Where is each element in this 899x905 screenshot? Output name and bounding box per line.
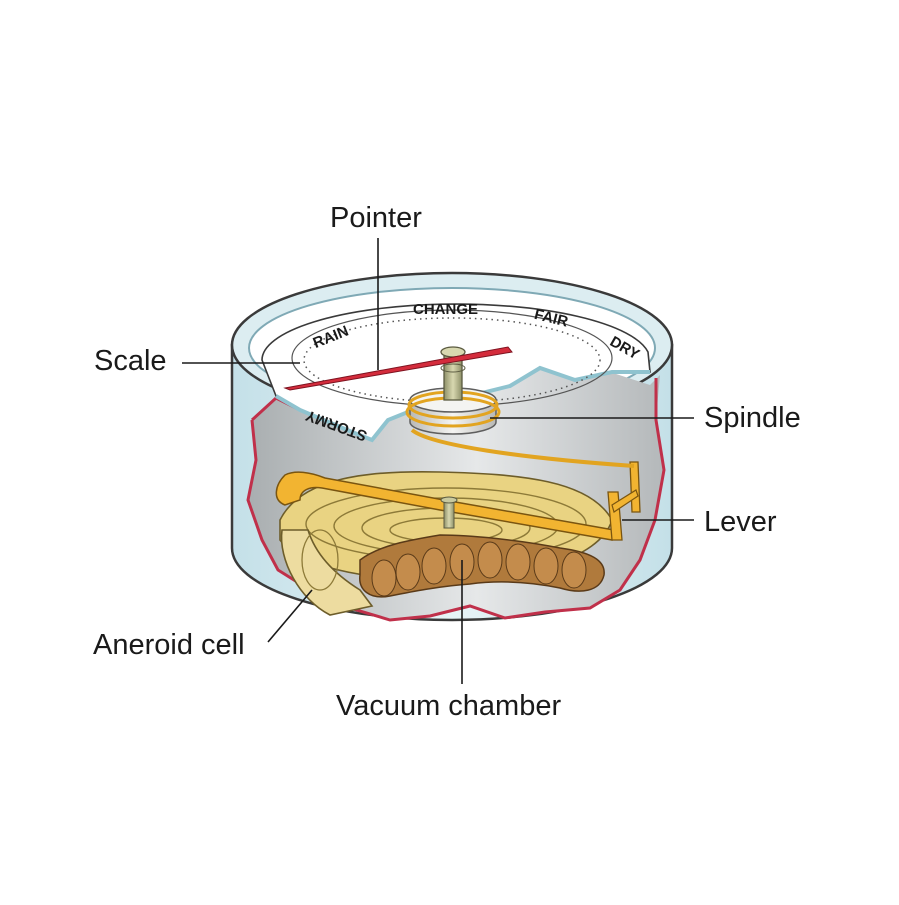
vacuum-chamber bbox=[359, 534, 605, 598]
label-scale: Scale bbox=[94, 345, 167, 377]
label-lever: Lever bbox=[704, 506, 777, 538]
leader-aneroid bbox=[267, 589, 313, 643]
scale-ring bbox=[303, 317, 601, 403]
cell-post bbox=[443, 499, 455, 529]
label-spindle: Spindle bbox=[704, 402, 801, 434]
label-pointer: Pointer bbox=[330, 202, 422, 234]
label-vacuum-chamber: Vacuum chamber bbox=[336, 690, 562, 722]
dial-change: CHANGE bbox=[413, 301, 478, 318]
pointer bbox=[283, 346, 513, 391]
cell-post-cap bbox=[440, 496, 458, 504]
spindle bbox=[405, 346, 501, 435]
label-aneroid-cell: Aneroid cell bbox=[93, 629, 245, 661]
